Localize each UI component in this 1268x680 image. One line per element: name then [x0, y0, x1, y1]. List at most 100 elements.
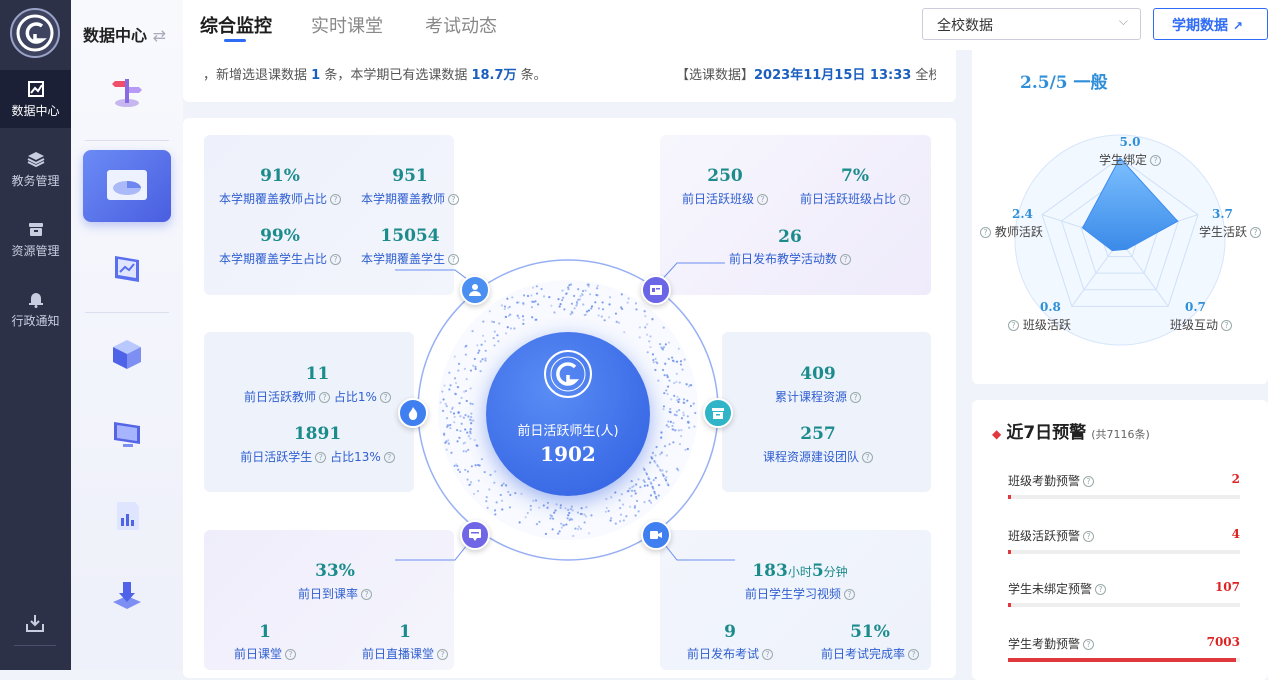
ring-dot — [651, 353, 655, 356]
ring-dot — [449, 384, 452, 387]
sub-icon-direction[interactable] — [83, 55, 171, 127]
chart-icon — [27, 80, 45, 98]
help-icon[interactable]: ? — [908, 649, 919, 660]
ring-dot — [483, 471, 486, 474]
help-icon[interactable]: ? — [1083, 531, 1095, 542]
ring-dot — [568, 284, 571, 287]
ring-dot — [667, 425, 670, 428]
ring-dot — [572, 534, 575, 538]
message-board-icon[interactable] — [460, 520, 490, 550]
help-icon[interactable]: ? — [330, 194, 341, 205]
tab-exam[interactable]: 考试动态 — [425, 16, 497, 37]
stat-label: 前日课堂? — [215, 645, 315, 662]
help-icon[interactable]: ? — [844, 589, 855, 600]
ring-dot — [667, 420, 670, 423]
ring-dot — [679, 363, 683, 366]
rail-item-data-center[interactable]: 数据中心 — [0, 70, 71, 128]
help-icon[interactable]: ? — [448, 194, 459, 205]
ring-dot — [484, 349, 487, 352]
warning-row[interactable]: 学生未绑定预警? 107 — [1008, 580, 1240, 607]
switch-icon[interactable]: ⇄ — [152, 26, 166, 45]
ring-dot — [565, 292, 568, 295]
sub-icon-cube[interactable] — [83, 318, 171, 390]
help-icon[interactable]: ? — [361, 589, 372, 600]
ring-dot — [664, 343, 667, 346]
sub-icon-document[interactable] — [83, 480, 171, 552]
user-icon[interactable] — [460, 275, 490, 305]
help-icon[interactable]: ? — [1095, 584, 1107, 595]
ring-dot — [601, 308, 605, 311]
tab-live-class[interactable]: 实时课堂 — [311, 16, 383, 37]
flame-icon[interactable] — [398, 398, 428, 428]
rail-item-resources[interactable]: 资源管理 — [0, 210, 71, 268]
scope-select[interactable]: 全校数据⌵ — [922, 8, 1141, 40]
box-icon[interactable] — [703, 398, 733, 428]
help-icon[interactable]: ? — [315, 452, 327, 463]
ring-dot — [668, 379, 671, 382]
ring-dot — [459, 415, 462, 418]
sub-icon-monitor[interactable] — [83, 398, 171, 470]
ring-dot — [538, 520, 541, 523]
help-icon[interactable]: ? — [437, 649, 448, 660]
help-icon[interactable]: ? — [330, 254, 341, 265]
sub-icon-download[interactable] — [83, 560, 171, 632]
help-icon[interactable]: ? — [899, 194, 910, 205]
help-icon[interactable]: ? — [1083, 639, 1095, 650]
ring-dot — [653, 492, 657, 495]
panel-attendance — [204, 530, 454, 670]
ring-dot — [474, 464, 477, 467]
help-icon[interactable]: ? — [980, 227, 991, 238]
radar-axis-value: 0.8 — [1040, 300, 1061, 314]
sub-icon-report[interactable] — [83, 232, 171, 304]
help-icon[interactable]: ? — [1250, 227, 1262, 238]
help-icon[interactable]: ? — [319, 392, 331, 403]
ring-dot — [643, 468, 646, 471]
ring-dot — [449, 423, 452, 427]
help-icon[interactable]: ? — [379, 392, 391, 403]
activity-card-icon[interactable] — [641, 275, 671, 305]
warning-row[interactable]: 班级活跃预警? 4 — [1008, 527, 1240, 554]
help-icon[interactable]: ? — [285, 649, 296, 660]
ring-dot — [680, 428, 683, 432]
help-icon[interactable]: ? — [383, 452, 395, 463]
help-icon[interactable]: ? — [448, 254, 459, 265]
radar-axis-value: 3.7 — [1212, 207, 1233, 221]
ring-dot — [663, 392, 666, 395]
sub-icon-overview[interactable] — [83, 150, 171, 222]
radar-area — [1081, 157, 1179, 252]
tab-overview[interactable]: 综合监控 — [200, 16, 272, 37]
warning-row[interactable]: 班级考勤预警? 2 — [1008, 472, 1240, 499]
ring-dot — [567, 286, 570, 289]
help-icon[interactable]: ? — [1083, 476, 1095, 487]
ring-dot — [505, 484, 508, 487]
help-icon[interactable]: ? — [757, 194, 768, 205]
ring-dot — [540, 287, 543, 291]
ring-dot — [453, 355, 456, 358]
help-icon[interactable]: ? — [1221, 320, 1233, 331]
ring-dot — [638, 336, 641, 339]
warning-row[interactable]: 学生考勤预警? 7003 — [1008, 635, 1240, 662]
radar-axis-value: 5.0 — [1119, 135, 1141, 149]
ring-dot — [488, 488, 491, 491]
ring-dot — [554, 509, 557, 512]
help-icon[interactable]: ? — [840, 254, 851, 265]
ring-dot — [670, 398, 673, 401]
ring-dot — [520, 492, 523, 495]
ring-dot — [688, 426, 691, 429]
radar-score: 2.5/5 一般 — [1020, 68, 1108, 93]
ring-dot — [662, 345, 666, 349]
help-icon[interactable]: ? — [762, 649, 773, 660]
help-icon[interactable]: ? — [1150, 155, 1161, 166]
ring-dot — [457, 468, 460, 471]
download-icon[interactable] — [24, 612, 46, 638]
ring-dot — [479, 370, 482, 373]
help-icon[interactable]: ? — [1008, 320, 1019, 331]
semester-data-button[interactable]: 学期数据 ↗ — [1153, 8, 1268, 40]
video-icon[interactable] — [641, 520, 671, 550]
ring-dot — [534, 318, 537, 321]
help-icon[interactable]: ? — [862, 452, 873, 463]
rail-item-notices[interactable]: 行政通知 — [0, 280, 71, 338]
rail-item-academic[interactable]: 教务管理 — [0, 140, 71, 198]
ring-dot — [477, 351, 480, 354]
help-icon[interactable]: ? — [850, 392, 861, 403]
